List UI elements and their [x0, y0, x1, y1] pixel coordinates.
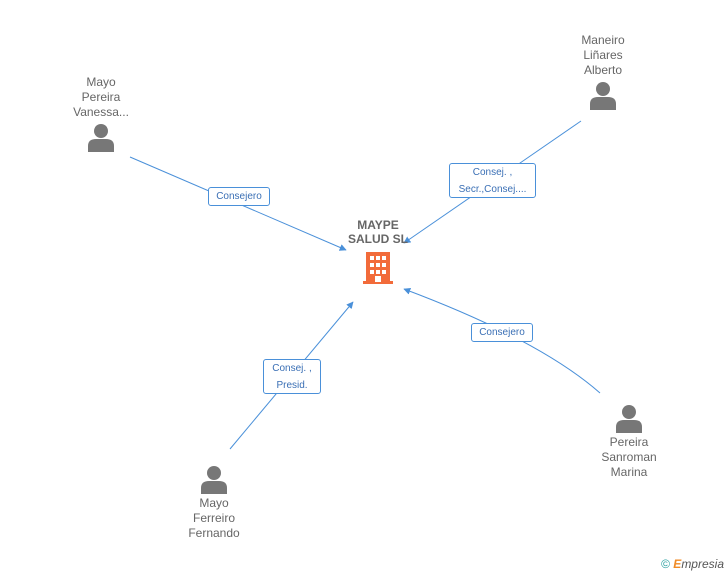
person-node-vanessa[interactable]: Mayo Pereira Vanessa... [46, 75, 156, 154]
footer-brand: © Empresia [661, 557, 724, 571]
person-node-fernando[interactable]: Mayo Ferreiro Fernando [159, 462, 269, 541]
edge-label-fernando[interactable]: Consej. , Presid. [263, 359, 321, 394]
person-name-line: Marina [610, 465, 648, 479]
person-name-line: Ferreiro [192, 511, 235, 525]
person-name-line: Mayo [199, 496, 229, 510]
person-name-line: Liñares [583, 48, 623, 62]
person-name-line: Maneiro [581, 33, 625, 47]
edge-label-alberto[interactable]: Consej. , Secr.,Consej.... [449, 163, 536, 198]
person-name-line: Mayo [86, 75, 116, 89]
company-node[interactable]: MAYPE SALUD SL [323, 218, 433, 286]
person-icon [590, 82, 616, 110]
person-icon [88, 124, 114, 152]
edge-label-line: Consejero [216, 191, 262, 202]
edge-label-line: Consej. , [472, 167, 513, 178]
edge-label-marina[interactable]: Consejero [471, 323, 533, 342]
edge-label-line: Secr.,Consej.... [458, 184, 527, 195]
edge-label-line: Presid. [276, 380, 308, 391]
company-name-line2: SALUD SL [348, 232, 408, 246]
person-name-line: Alberto [583, 63, 623, 77]
person-name-line: Pereira [81, 90, 121, 104]
edge-label-line: Consejero [479, 327, 525, 338]
building-icon [363, 252, 393, 284]
company-name-line1: MAYPE [357, 218, 399, 232]
person-icon [616, 405, 642, 433]
person-name-line: Sanroman [601, 450, 657, 464]
person-name-line: Fernando [188, 526, 240, 540]
brand-name: mpresia [681, 557, 724, 571]
person-icon [201, 466, 227, 494]
person-node-marina[interactable]: Pereira Sanroman Marina [574, 401, 684, 480]
copyright-symbol: © [661, 557, 670, 571]
brand-initial: E [673, 557, 682, 571]
edge-label-line: Consej. , [272, 363, 312, 374]
person-node-alberto[interactable]: Maneiro Liñares Alberto [548, 33, 658, 112]
person-name-line: Vanessa... [73, 105, 129, 119]
person-name-line: Pereira [609, 435, 649, 449]
edge-label-vanessa[interactable]: Consejero [208, 187, 270, 206]
